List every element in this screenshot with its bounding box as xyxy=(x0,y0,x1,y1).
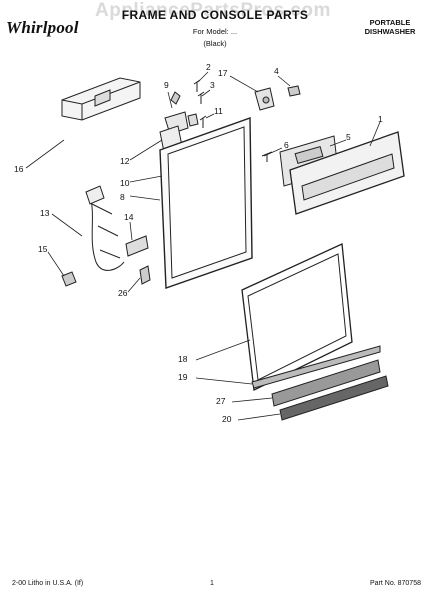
callout-27: 27 xyxy=(216,396,226,406)
part-3-screw xyxy=(197,91,205,104)
part-17-bracket xyxy=(254,87,275,111)
callout-13: 13 xyxy=(40,208,50,218)
callout-11: 11 xyxy=(214,106,223,116)
callout-4: 4 xyxy=(274,66,279,76)
callout-3: 3 xyxy=(210,80,215,90)
part-18-door-panel xyxy=(241,243,353,391)
callout-16: 16 xyxy=(14,164,24,174)
part-4-clip xyxy=(287,85,301,97)
callout-2: 2 xyxy=(206,62,211,72)
callout-17: 17 xyxy=(218,68,228,78)
callout-14: 14 xyxy=(124,212,134,222)
part-27-strip xyxy=(271,359,381,407)
part-15-connector xyxy=(61,271,77,287)
part-8-frame xyxy=(159,117,253,289)
part-13-wiring-harness xyxy=(85,185,125,271)
watermark-text: AppliancePartsPros.com xyxy=(95,0,331,21)
part-16-housing xyxy=(61,77,141,121)
callout-18: 18 xyxy=(178,354,188,364)
part-20-strip xyxy=(279,375,389,421)
part-1-console xyxy=(289,131,405,215)
part-14-switch xyxy=(125,235,149,257)
appliance-type-line-1: PORTABLE xyxy=(369,18,411,27)
part-2-screw xyxy=(193,79,201,92)
color-line: (Black) xyxy=(203,39,227,48)
part-9-hinge xyxy=(164,91,199,135)
part-26-clip xyxy=(139,265,151,285)
callout-19: 19 xyxy=(178,372,188,382)
callout-26: 26 xyxy=(118,288,128,298)
callout-12: 12 xyxy=(120,156,130,166)
footer-page-number: 1 xyxy=(210,580,214,587)
part-19-trim xyxy=(251,345,381,389)
footer-litho: 2-00 Litho in U.S.A. (If) xyxy=(12,580,84,587)
page-title: FRAME AND CONSOLE PARTS xyxy=(121,8,309,22)
brand-logo: Whirlpool xyxy=(6,18,79,37)
appliance-type-line-2: DISHWASHER xyxy=(364,27,416,36)
callout-10: 10 xyxy=(120,178,130,188)
callout-1: 1 xyxy=(378,114,383,124)
part-11-screw xyxy=(199,115,207,128)
model-line: For Model: ... xyxy=(192,27,238,36)
callout-9: 9 xyxy=(164,80,169,90)
footer-part-number: Part No. 870758 xyxy=(370,580,421,587)
part-6-screw xyxy=(261,151,273,162)
callout-20: 20 xyxy=(222,414,232,424)
callout-15: 15 xyxy=(38,244,48,254)
callout-6: 6 xyxy=(284,140,289,150)
callout-8: 8 xyxy=(120,192,125,202)
callout-5: 5 xyxy=(346,132,351,142)
leader-lines xyxy=(25,71,381,421)
